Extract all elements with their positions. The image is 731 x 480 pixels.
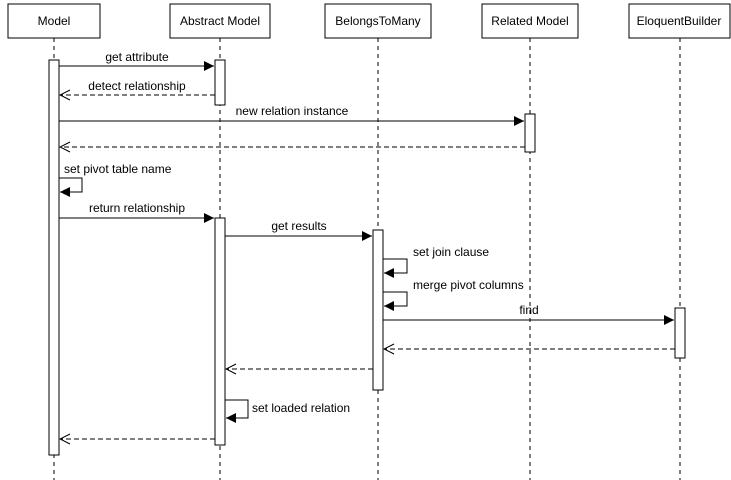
participant-label: EloquentBuilder <box>637 14 722 28</box>
activation-belongs-to-many <box>372 229 384 391</box>
message-set-loaded-relation: set loaded relation <box>225 399 350 423</box>
message-detect-relationship: detect relationship <box>60 79 215 95</box>
message-label: find <box>519 303 538 317</box>
message-self-loop <box>383 258 408 278</box>
activations <box>48 59 686 456</box>
message-get-results: get results <box>225 219 372 241</box>
messages: get attribute detect relationship new re… <box>59 50 675 439</box>
activation-related-model <box>524 113 536 153</box>
lifelines <box>53 38 681 480</box>
participant-abstract-model: Abstract Model <box>169 3 271 39</box>
participant-box <box>169 3 271 39</box>
message-set-join-clause: set join clause <box>383 245 489 278</box>
participant-box <box>7 3 101 39</box>
message-label: set join clause <box>413 245 489 259</box>
participant-box <box>628 3 731 39</box>
message-new-relation-instance: new relation instance <box>59 104 524 126</box>
message-self-loop <box>59 177 83 197</box>
message-label: set pivot table name <box>64 162 172 176</box>
participant-label: BelongsToMany <box>335 14 420 28</box>
message-merge-pivot-columns: merge pivot columns <box>383 278 524 311</box>
participant-belongs-to-many: BelongsToMany <box>324 3 432 39</box>
participant-label: Abstract Model <box>180 14 260 28</box>
message-label: set loaded relation <box>252 401 350 415</box>
message-label: detect relationship <box>88 79 186 93</box>
activation-model <box>48 59 60 456</box>
message-return-relationship: return relationship <box>59 201 214 223</box>
message-label: return relationship <box>89 201 185 215</box>
participant-box <box>481 3 579 39</box>
message-self-loop <box>383 291 408 311</box>
message-self-loop <box>225 399 249 423</box>
message-set-pivot-table-name: set pivot table name <box>59 162 172 197</box>
message-label: new relation instance <box>236 104 349 118</box>
participant-eloquent-builder: EloquentBuilder <box>628 3 731 39</box>
activation-abstract-model-1 <box>214 59 226 106</box>
participant-label: Model <box>38 14 71 28</box>
participant-label: Related Model <box>491 14 568 28</box>
message-label: get results <box>271 219 326 233</box>
activation-abstract-model-2 <box>214 217 226 446</box>
message-label: merge pivot columns <box>413 278 524 292</box>
message-get-attribute: get attribute <box>59 50 214 71</box>
participants: Model Abstract Model BelongsToMany Relat… <box>7 3 731 39</box>
message-label: get attribute <box>105 50 169 64</box>
message-find: find <box>383 303 674 325</box>
participant-model: Model <box>7 3 101 39</box>
activation-eloquent-builder <box>674 307 686 359</box>
participant-related-model: Related Model <box>481 3 579 39</box>
participant-box <box>324 3 432 39</box>
